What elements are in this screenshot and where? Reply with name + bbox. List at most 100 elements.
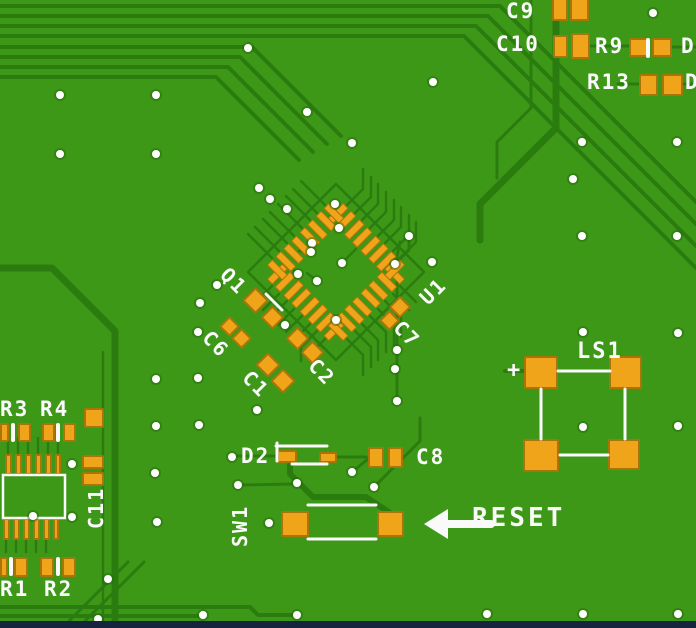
via[interactable] [429, 78, 437, 86]
via[interactable] [674, 422, 682, 430]
via[interactable] [313, 277, 321, 285]
via[interactable] [199, 611, 207, 619]
pad-SW1[interactable] [377, 511, 404, 537]
via[interactable] [283, 205, 291, 213]
pad-R2[interactable] [62, 557, 76, 577]
pad-SW1[interactable] [281, 511, 309, 537]
via[interactable] [370, 483, 378, 491]
pad-IC-left-bottom-row[interactable] [43, 518, 50, 540]
via[interactable] [56, 91, 64, 99]
pad-C11[interactable] [82, 455, 104, 469]
pad-R13[interactable] [639, 74, 658, 96]
pad-R1[interactable] [14, 557, 28, 577]
pad-D2[interactable] [319, 452, 337, 463]
via[interactable] [234, 481, 242, 489]
via[interactable] [405, 232, 413, 240]
pad-IC-left-bottom-row[interactable] [53, 518, 59, 540]
pad-C8[interactable] [388, 447, 403, 468]
pad-IC-left-top-row[interactable] [55, 454, 61, 475]
via[interactable] [194, 374, 202, 382]
pad-D2[interactable] [277, 450, 297, 463]
via[interactable] [152, 91, 160, 99]
pad-C9[interactable] [552, 0, 568, 21]
pad-IC-left-top-row[interactable] [45, 454, 52, 475]
via[interactable] [674, 610, 682, 618]
via[interactable] [303, 108, 311, 116]
via[interactable] [294, 270, 302, 278]
via[interactable] [308, 239, 316, 247]
pad-IC-left-top-row[interactable] [25, 454, 32, 475]
via[interactable] [68, 513, 76, 521]
pad-C8[interactable] [368, 447, 384, 468]
pad-IC-left-bottom-row[interactable] [3, 518, 10, 540]
via[interactable] [335, 224, 343, 232]
pad-IC-left-bottom-row[interactable] [23, 518, 30, 540]
via[interactable] [579, 328, 587, 336]
via[interactable] [293, 611, 301, 619]
via[interactable] [253, 406, 261, 414]
pad-LS1[interactable] [608, 439, 640, 470]
via[interactable] [579, 423, 587, 431]
pad-Q1[interactable] [241, 286, 269, 314]
pad-C1[interactable] [270, 368, 296, 394]
via[interactable] [483, 610, 491, 618]
pad-IC-left-top-row[interactable] [35, 454, 42, 475]
via[interactable] [649, 9, 657, 17]
pad-R4[interactable] [42, 423, 55, 442]
via[interactable] [331, 200, 339, 208]
pad-R4[interactable] [63, 423, 76, 442]
via[interactable] [68, 460, 76, 468]
pad-LS1[interactable] [609, 356, 642, 389]
pad-C11[interactable] [82, 472, 104, 486]
via[interactable] [569, 175, 577, 183]
pad-R3[interactable] [0, 423, 9, 442]
via[interactable] [255, 184, 263, 192]
via[interactable] [578, 138, 586, 146]
via[interactable] [348, 468, 356, 476]
via[interactable] [213, 281, 221, 289]
pad-C9[interactable] [570, 0, 589, 21]
pad-LS1[interactable] [524, 356, 558, 389]
via[interactable] [293, 479, 301, 487]
via[interactable] [578, 232, 586, 240]
pad-IC-left-bottom-row[interactable] [33, 518, 40, 540]
via[interactable] [579, 610, 587, 618]
via[interactable] [348, 139, 356, 147]
via[interactable] [152, 375, 160, 383]
pad-LS1[interactable] [523, 439, 559, 472]
via[interactable] [152, 150, 160, 158]
via[interactable] [332, 316, 340, 324]
via[interactable] [393, 397, 401, 405]
via[interactable] [194, 328, 202, 336]
pad-C10[interactable] [553, 35, 568, 58]
via[interactable] [391, 365, 399, 373]
pad-C10[interactable] [571, 33, 590, 59]
via[interactable] [244, 44, 252, 52]
pad-IC-left-bottom-row[interactable] [13, 518, 20, 540]
pad-R3[interactable] [18, 423, 31, 442]
via[interactable] [393, 346, 401, 354]
via[interactable] [153, 518, 161, 526]
via[interactable] [674, 329, 682, 337]
pad-R9[interactable] [652, 38, 672, 57]
via[interactable] [104, 575, 112, 583]
via[interactable] [428, 258, 436, 266]
via[interactable] [338, 259, 346, 267]
via[interactable] [673, 232, 681, 240]
pad-pad-single[interactable] [84, 408, 104, 428]
via[interactable] [281, 321, 289, 329]
pad-R1[interactable] [0, 557, 8, 577]
via[interactable] [29, 512, 37, 520]
via[interactable] [152, 422, 160, 430]
via[interactable] [673, 138, 681, 146]
pad-R13[interactable] [662, 74, 683, 96]
pad-IC-left-top-row[interactable] [5, 454, 12, 475]
via[interactable] [266, 195, 274, 203]
via[interactable] [265, 519, 273, 527]
pad-R9[interactable] [629, 38, 648, 57]
via[interactable] [228, 453, 236, 461]
via[interactable] [195, 421, 203, 429]
via[interactable] [94, 615, 102, 623]
pad-IC-left-top-row[interactable] [15, 454, 22, 475]
via[interactable] [196, 299, 204, 307]
